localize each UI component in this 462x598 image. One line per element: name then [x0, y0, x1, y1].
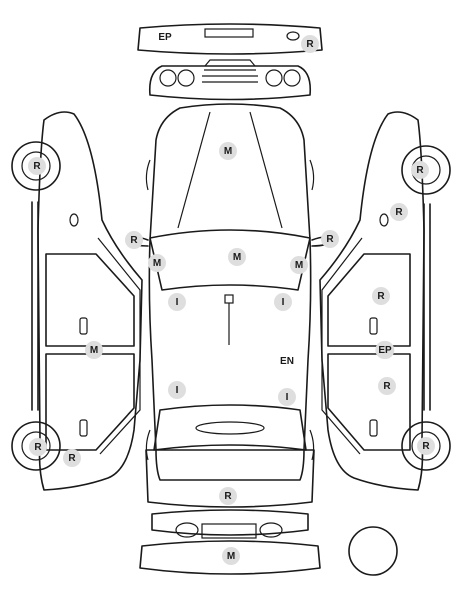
front-bumper[interactable]: [137, 23, 323, 55]
marker-i-front-left[interactable]: I: [168, 293, 186, 311]
marker-i-front-right[interactable]: I: [274, 293, 292, 311]
marker-i-rear-left[interactable]: I: [168, 381, 186, 399]
rear-lights[interactable]: [151, 509, 309, 539]
marker-m-windshield[interactable]: M: [228, 248, 246, 266]
car-top-view[interactable]: [125, 103, 335, 481]
marker-r-left-rear-wheel[interactable]: R: [29, 438, 47, 456]
marker-ep-right-side[interactable]: EP: [375, 341, 395, 359]
marker-m-pillar-left[interactable]: M: [148, 254, 166, 272]
marker-r-left-front-wheel[interactable]: R: [28, 157, 46, 175]
trunk[interactable]: [145, 449, 315, 508]
marker-ep-front-bumper[interactable]: EP: [158, 31, 172, 43]
marker-r-front-bumper[interactable]: R: [301, 35, 319, 53]
marker-r-right-front-door[interactable]: R: [372, 287, 390, 305]
front-grille[interactable]: [148, 59, 312, 101]
car-right-side[interactable]: [319, 111, 451, 491]
marker-r-right-rear-door[interactable]: R: [378, 377, 396, 395]
marker-i-rear-right[interactable]: I: [278, 388, 296, 406]
marker-r-mirror-left[interactable]: R: [125, 231, 143, 249]
marker-r-left-rear-wheel-small[interactable]: R: [63, 449, 81, 467]
marker-m-left-side[interactable]: M: [85, 341, 103, 359]
marker-m-pillar-right[interactable]: M: [290, 256, 308, 274]
marker-r-right-side-upper[interactable]: R: [390, 203, 408, 221]
car-left-side[interactable]: [11, 111, 143, 491]
marker-r-trunk[interactable]: R: [219, 487, 237, 505]
marker-r-right-front-wheel[interactable]: R: [411, 161, 429, 179]
marker-m-hood[interactable]: M: [219, 142, 237, 160]
spare-wheel[interactable]: [348, 526, 398, 576]
marker-m-rear-bumper[interactable]: M: [222, 547, 240, 565]
marker-r-mirror-right[interactable]: R: [321, 230, 339, 248]
marker-en-roof[interactable]: EN: [280, 355, 294, 367]
marker-r-right-rear-wheel[interactable]: R: [417, 437, 435, 455]
rear-bumper[interactable]: [139, 540, 321, 575]
